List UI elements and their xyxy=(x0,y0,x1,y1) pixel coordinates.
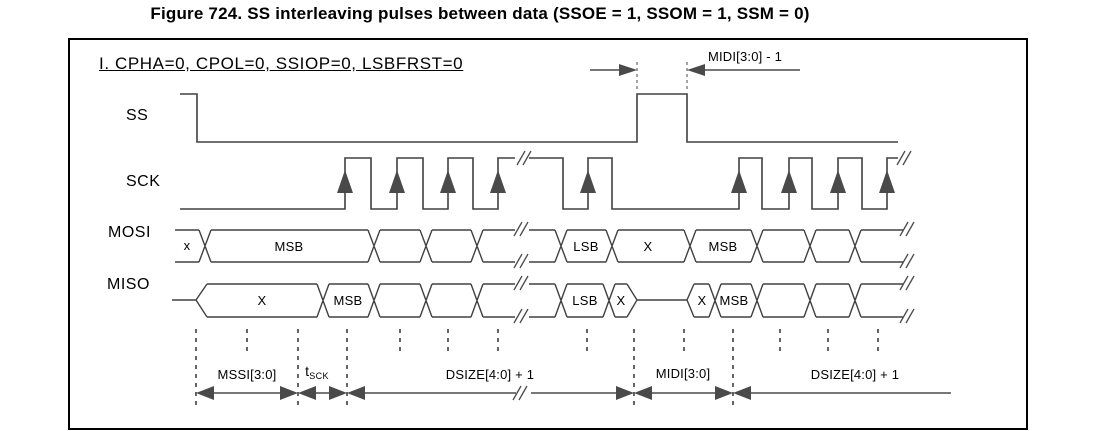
tsck-subscript: SCK xyxy=(309,371,329,381)
mosi-cell-label: MSB xyxy=(274,239,304,254)
miso-cell-label: X xyxy=(616,293,626,308)
signal-label-miso: MISO xyxy=(107,276,150,293)
break-marks xyxy=(512,150,915,401)
figure-title: Figure 724. SS interleaving pulses betwe… xyxy=(150,4,810,23)
miso-cell-label: MSB xyxy=(719,293,749,308)
dashed-tick-lines xyxy=(246,329,879,352)
signal-label-mosi: MOSI xyxy=(108,224,151,241)
mssi-label: MSSI[3:0] xyxy=(217,367,277,382)
sck-sampling-arrow-icons xyxy=(337,170,895,193)
mosi-cell-label: LSB xyxy=(573,239,599,254)
condition-label: I. CPHA=0, CPOL=0, SSIOP=0, LSBFRST=0 xyxy=(99,54,464,73)
ss-pulse-dashed-lines xyxy=(636,62,688,92)
measurement-lines xyxy=(214,69,951,394)
mosi-cell-label: X xyxy=(643,239,653,254)
dsize-first-label: DSIZE[4:0] + 1 xyxy=(445,367,535,382)
midi-label: MIDI[3:0] xyxy=(655,366,711,381)
signal-label-ss: SS xyxy=(126,107,149,124)
measurement-arrowhead-icons xyxy=(196,64,751,400)
diagram-frame xyxy=(68,38,1028,430)
mosi-bus xyxy=(175,229,903,263)
miso-bus xyxy=(172,283,903,318)
mosi-cell-label: x xyxy=(183,238,191,253)
miso-cell-label: LSB xyxy=(572,293,598,308)
signal-label-sck: SCK xyxy=(126,173,161,190)
miso-cell-label: MSB xyxy=(333,293,363,308)
dashed-reference-lines xyxy=(195,329,734,409)
tsck-label: tSCK xyxy=(305,363,329,381)
dsize-second-label: DSIZE[4:0] + 1 xyxy=(810,367,900,382)
midi-minus-one-label: MIDI[3:0] - 1 xyxy=(707,49,783,64)
mosi-cell-label: MSB xyxy=(708,239,738,254)
ss-waveform xyxy=(180,93,898,143)
miso-cell-label: X xyxy=(697,293,707,308)
tsck-base: t xyxy=(305,363,310,379)
miso-cell-label: X xyxy=(257,293,267,308)
